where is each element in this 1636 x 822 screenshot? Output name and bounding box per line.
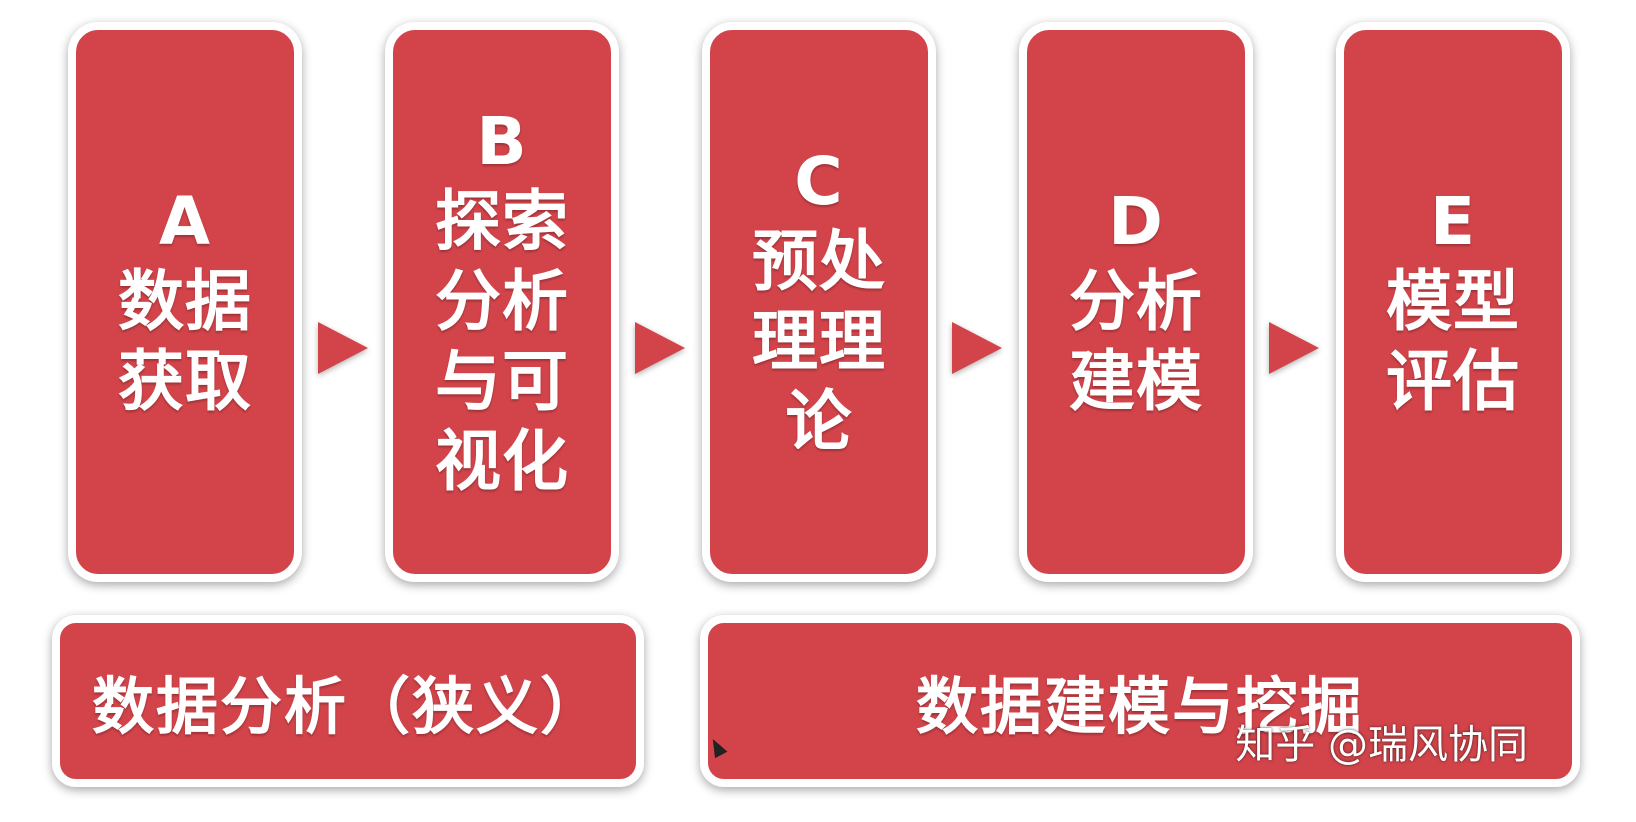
step-label-d: D 分析 建模: [1069, 183, 1203, 420]
arrow-right-icon: [952, 322, 1002, 374]
group-box-data-modeling: 数据建模与挖掘: [700, 615, 1580, 787]
step-label-e: E 模型 评估: [1386, 183, 1520, 420]
group-box-data-analysis: 数据分析（狭义）: [52, 615, 644, 787]
step-box-d: D 分析 建模: [1019, 22, 1253, 582]
step-label-a: A 数据 获取: [118, 183, 252, 420]
step-box-e: E 模型 评估: [1336, 22, 1570, 582]
watermark: 知乎 @瑞风协同: [1235, 722, 1528, 768]
arrow-right-icon: [635, 322, 685, 374]
arrow-right-icon: [318, 322, 368, 374]
arrow-right-icon: [1269, 322, 1319, 374]
step-label-c: C 预处 理理 论: [752, 143, 886, 460]
group-label-data-modeling: 数据建模与挖掘: [915, 670, 1364, 743]
step-box-b: B 探索 分析 与可 视化: [385, 22, 619, 582]
step-box-a: A 数据 获取: [68, 22, 302, 582]
group-label-data-analysis: 数据分析（狭义）: [91, 670, 604, 743]
step-box-c: C 预处 理理 论: [702, 22, 936, 582]
step-label-b: B 探索 分析 与可 视化: [435, 103, 569, 500]
